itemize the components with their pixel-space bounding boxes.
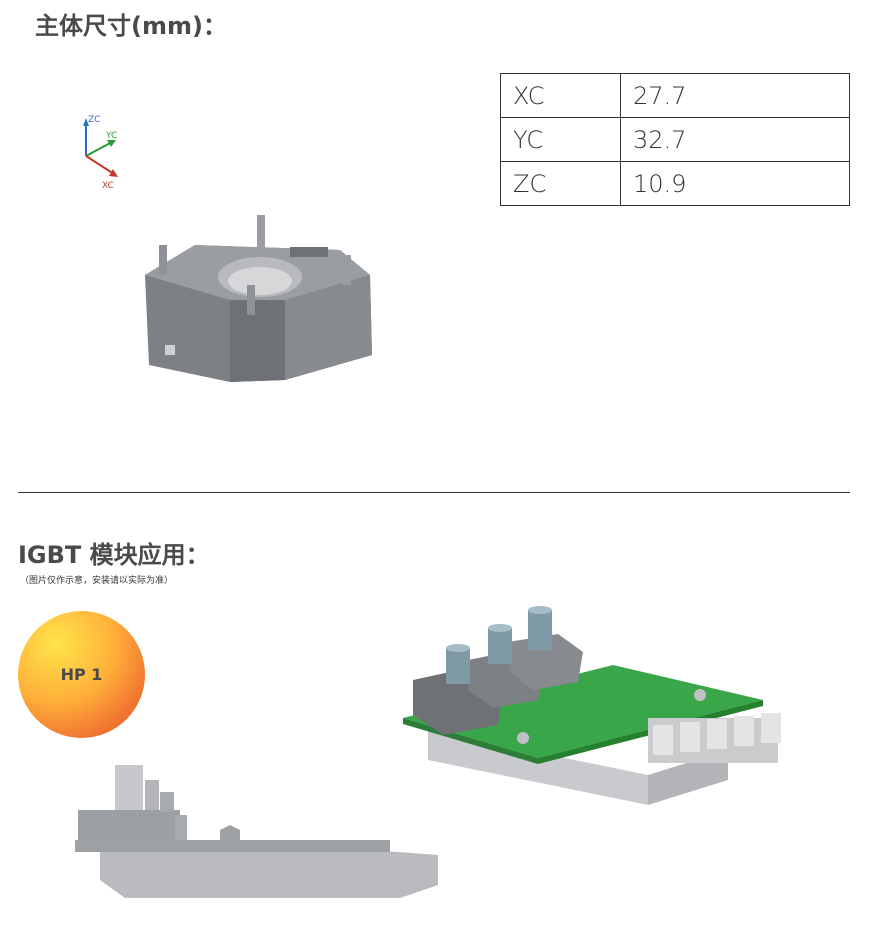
badge-label: HP 1 [60, 665, 103, 684]
disclaimer-note: （图片仅作示意，安装请以实际为准） [20, 576, 174, 586]
igbt-assembly-image [403, 606, 781, 805]
axis-label-z: ZC [88, 115, 100, 125]
dim-axis-cell: XC [500, 73, 621, 118]
dim-axis-cell: YC [500, 117, 621, 162]
dimensions-table: XC 27.7 YC 32.7 ZC 10.9 [500, 73, 850, 206]
dim-value-cell: 27.7 [620, 73, 850, 118]
dim-axis-cell: ZC [500, 161, 621, 206]
dimensions-title: 主体尺寸(mm)： [35, 12, 227, 40]
dim-value-cell: 32.7 [620, 117, 850, 162]
application-title: IGBT 模块应用： [18, 541, 210, 569]
axis-triad-icon: ZC YC XC [83, 115, 118, 191]
side-view-image [75, 765, 438, 898]
axis-label-x: XC [102, 181, 114, 191]
sensor-render-image [145, 215, 372, 382]
table-row: ZC 10.9 [500, 161, 850, 206]
table-row: YC 32.7 [500, 117, 850, 162]
table-row: XC 27.7 [500, 73, 850, 118]
dim-value-cell: 10.9 [620, 161, 850, 206]
hp1-badge: HP 1 [18, 611, 145, 738]
section-divider [18, 492, 850, 493]
axis-label-y: YC [105, 131, 117, 141]
